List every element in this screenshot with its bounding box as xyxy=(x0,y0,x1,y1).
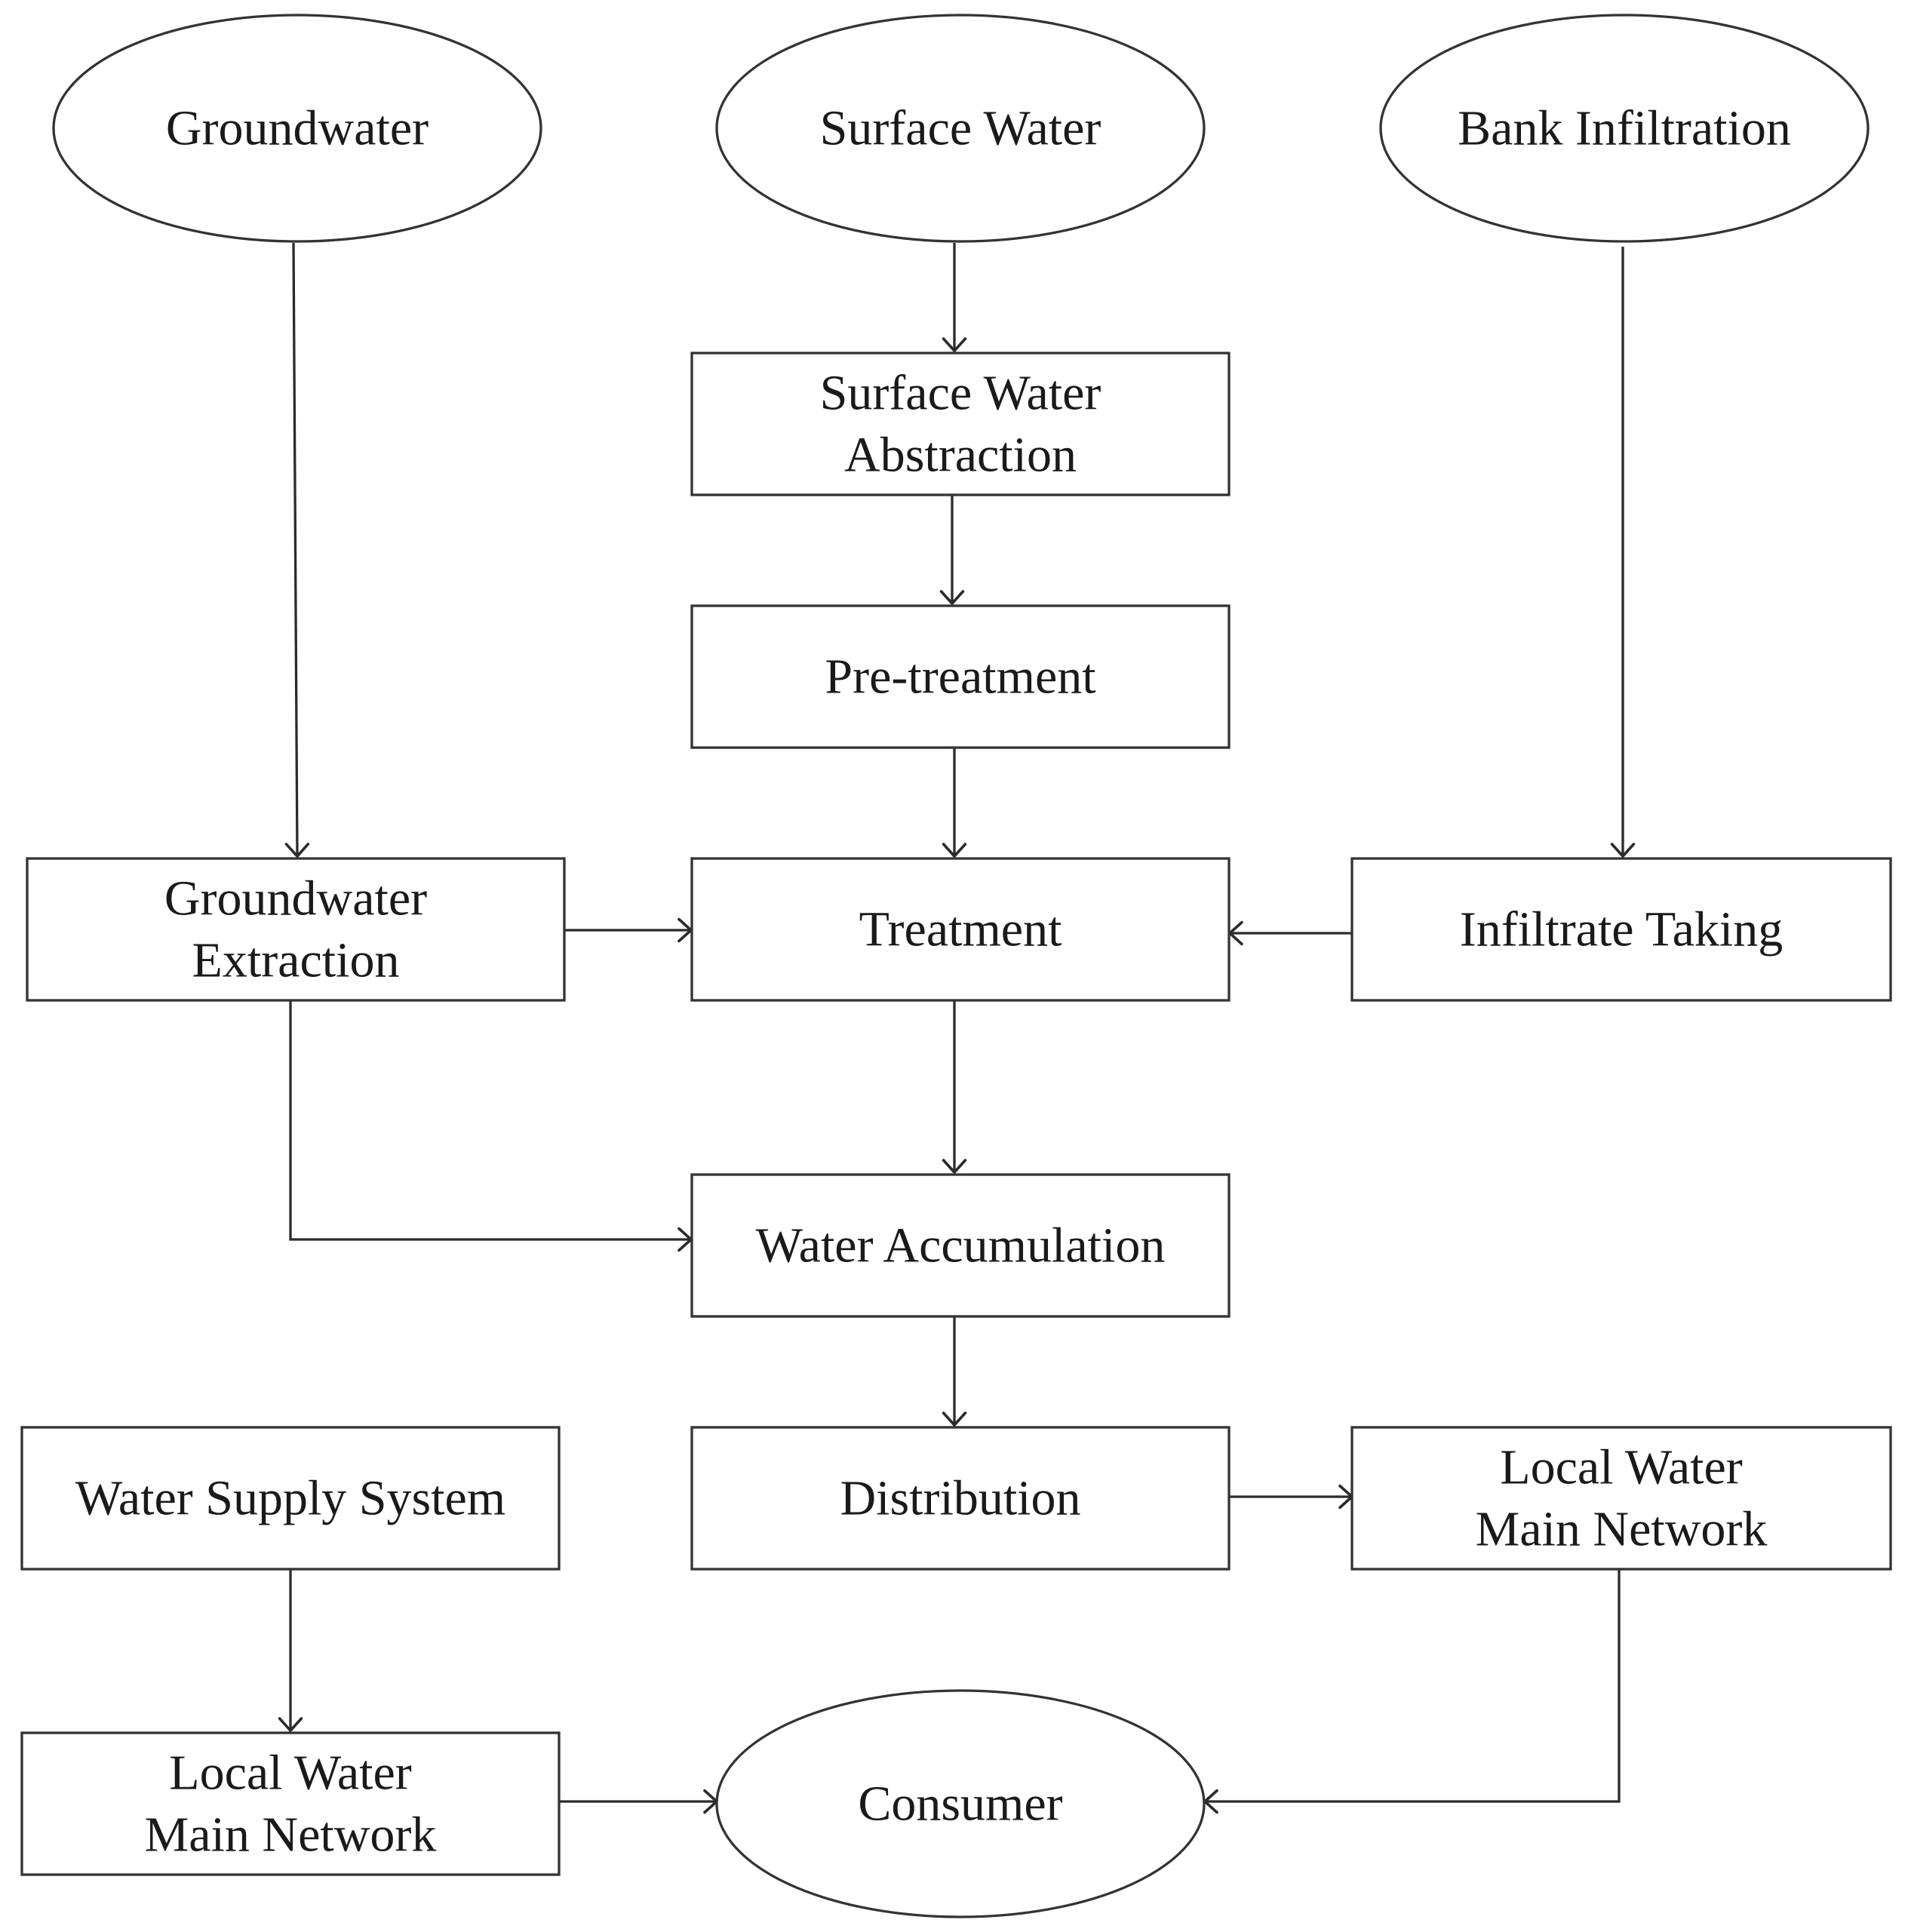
edge-water-supply-system-to-local-water-main-network-left xyxy=(278,1570,303,1732)
arrowhead xyxy=(1610,843,1636,858)
edge-treatment-to-water-accumulation xyxy=(942,1001,967,1174)
consumer-ellipse xyxy=(715,1689,1206,1918)
edge-local-water-main-network-right-to-consumer xyxy=(1203,1570,1621,1814)
edge-distribution-to-local-water-main-network-right xyxy=(1230,1484,1353,1510)
infiltrate-taking-box xyxy=(1350,857,1892,1002)
connector-line xyxy=(289,1001,691,1241)
edge-bank-infiltration-to-infiltrate-taking xyxy=(1610,247,1636,858)
arrowhead xyxy=(939,590,965,605)
surface-water-abstraction-box xyxy=(690,352,1231,496)
node-groundwater: Groundwater xyxy=(52,14,542,243)
water-accumulation-label: Water Accumulation xyxy=(756,1218,1166,1273)
connectors xyxy=(278,242,1636,1814)
node-infiltrate-taking: Infiltrate Taking xyxy=(1350,857,1892,1002)
arrowhead xyxy=(278,1717,303,1732)
groundwater-ellipse xyxy=(52,14,542,243)
local-water-main-network-right-label: Local Water xyxy=(1500,1440,1742,1495)
treatment-box xyxy=(690,857,1231,1002)
groundwater-label: Groundwater xyxy=(166,101,429,156)
local-water-main-network-right-label: Main Network xyxy=(1476,1502,1768,1557)
groundwater-extraction-box xyxy=(26,857,566,1002)
connector-line xyxy=(1205,1570,1621,1803)
edge-groundwater-to-groundwater-extraction xyxy=(284,242,310,858)
consumer-label: Consumer xyxy=(858,1777,1062,1832)
edge-water-accumulation-to-distribution xyxy=(942,1317,967,1427)
edge-surface-water-abstraction-to-pre-treatment xyxy=(939,496,965,605)
bank-infiltration-label: Bank Infiltration xyxy=(1458,101,1791,156)
edge-infiltrate-taking-to-treatment xyxy=(1228,920,1352,946)
node-treatment: Treatment xyxy=(690,857,1231,1002)
pre-treatment-box xyxy=(690,604,1231,749)
local-water-main-network-left-box xyxy=(20,1731,561,1876)
edge-groundwater-extraction-to-treatment xyxy=(565,917,693,943)
node-surface-water: Surface Water xyxy=(715,14,1206,243)
pre-treatment-label: Pre-treatment xyxy=(825,650,1095,705)
node-consumer: Consumer xyxy=(715,1689,1206,1918)
local-water-main-network-right-box xyxy=(1350,1426,1892,1571)
edge-local-water-main-network-left-to-consumer xyxy=(560,1789,718,1814)
arrowhead xyxy=(942,1159,967,1174)
arrowhead xyxy=(942,843,967,858)
surface-water-ellipse xyxy=(715,14,1206,243)
distribution-box xyxy=(690,1426,1231,1571)
bank-infiltration-ellipse xyxy=(1379,14,1870,243)
local-water-main-network-left-label: Main Network xyxy=(145,1808,437,1863)
surface-water-label: Surface Water xyxy=(820,101,1101,156)
infiltrate-taking-label: Infiltrate Taking xyxy=(1460,902,1784,957)
node-bank-infiltration: Bank Infiltration xyxy=(1379,14,1870,243)
arrowhead xyxy=(942,337,967,352)
groundwater-extraction-label: Groundwater xyxy=(164,871,427,926)
node-water-accumulation: Water Accumulation xyxy=(690,1173,1231,1318)
surface-water-abstraction-label: Abstraction xyxy=(844,428,1077,483)
node-water-supply-system: Water Supply System xyxy=(20,1426,561,1571)
node-pre-treatment: Pre-treatment xyxy=(690,604,1231,749)
groundwater-extraction-label: Extraction xyxy=(192,933,400,988)
arrowhead xyxy=(284,843,310,858)
node-distribution: Distribution xyxy=(690,1426,1231,1571)
edge-groundwater-extraction-to-water-accumulation xyxy=(289,1001,693,1252)
surface-water-abstraction-label: Surface Water xyxy=(820,366,1101,421)
edge-pre-treatment-to-treatment xyxy=(942,748,967,858)
water-supply-system-label: Water Supply System xyxy=(75,1471,505,1526)
edge-surface-water-to-surface-water-abstraction xyxy=(942,243,967,352)
water-supply-system-box xyxy=(20,1426,561,1571)
distribution-label: Distribution xyxy=(840,1471,1080,1526)
arrowhead xyxy=(942,1411,967,1427)
connector-line xyxy=(292,242,299,857)
treatment-label: Treatment xyxy=(859,902,1062,957)
water-accumulation-box xyxy=(690,1173,1231,1318)
local-water-main-network-left-label: Local Water xyxy=(169,1746,411,1801)
